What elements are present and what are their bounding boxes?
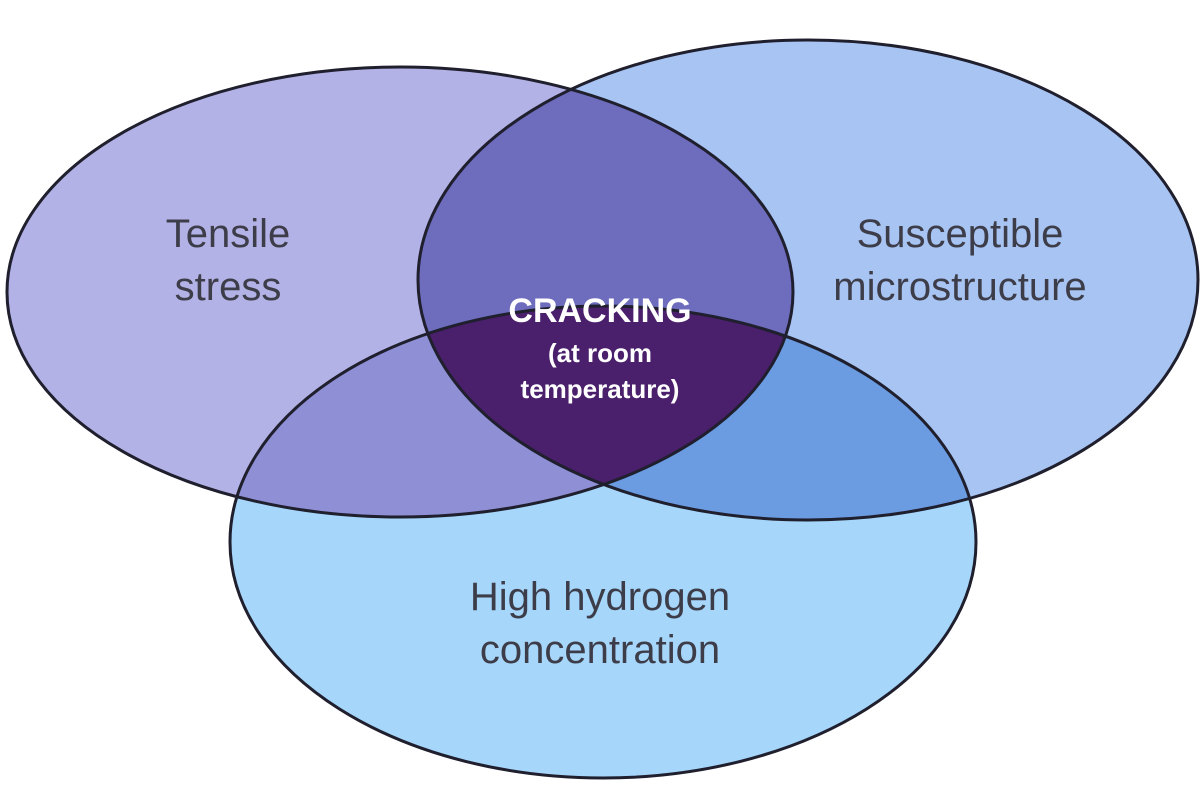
outline-tensile-stress xyxy=(5,65,795,519)
label-tensile-line-1: Tensile xyxy=(166,212,291,256)
label-micro-line-2: microstructure xyxy=(833,265,1086,309)
label-tensile-line-2: stress xyxy=(175,265,282,309)
outline-susceptible-microstructure xyxy=(416,38,1200,522)
label-tensile-stress: Tensile stress xyxy=(166,212,291,309)
label-hydrogen-line-1: High hydrogen xyxy=(470,575,730,619)
intersection-microstructure-hydrogen xyxy=(418,306,976,520)
label-hydrogen-line-2: concentration xyxy=(480,628,720,672)
label-high-hydrogen-concentration: High hydrogen concentration xyxy=(470,575,730,672)
label-micro-line-1: Susceptible xyxy=(857,212,1064,256)
outline-high-hydrogen-concentration xyxy=(228,304,978,780)
center-title: CRACKING xyxy=(508,292,691,330)
label-susceptible-microstructure: Susceptible microstructure xyxy=(833,212,1086,309)
label-center-cracking: CRACKING (at room temperature) xyxy=(508,292,691,404)
center-subtitle-line-1: (at room xyxy=(548,338,652,368)
center-subtitle-line-2: temperature) xyxy=(521,374,680,404)
